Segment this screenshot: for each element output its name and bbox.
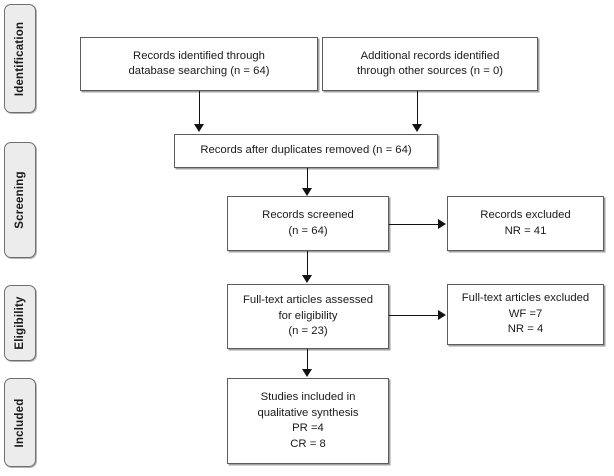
arrowhead-fulltext-to-excluded [438, 310, 446, 320]
box-records-excluded: Records excluded NR = 41 [447, 196, 604, 251]
connector-screened-to-excluded [389, 224, 439, 225]
box-records-identified-database: Records identified through database sear… [80, 37, 318, 91]
connector-fulltext-to-included [307, 349, 308, 370]
box-fulltext-excluded-text: Full-text articles excluded WF =7 NR = 4 [461, 292, 590, 336]
box-studies-included-text: Studies included in qualitative synthesi… [257, 391, 359, 450]
box-fulltext-assessed-text: Full-text articles assessed for eligibil… [243, 294, 373, 338]
box-fulltext-assessed: Full-text articles assessed for eligibil… [227, 284, 389, 349]
stage-label-included: Included [14, 398, 26, 447]
arrowhead-duplicates-to-screened [302, 188, 312, 196]
connector-screened-to-fulltext [307, 251, 308, 275]
stage-pill-included: Included [4, 378, 36, 467]
box-records-excluded-text: Records excluded NR = 41 [480, 209, 571, 237]
arrowhead-additional-to-duplicates [412, 124, 422, 132]
connector-duplicates-to-screened [307, 168, 308, 189]
arrowhead-screened-to-excluded [438, 219, 446, 229]
connector-identified-to-duplicates [199, 91, 200, 125]
box-additional-records-other-sources: Additional records identified through ot… [322, 37, 538, 91]
connector-additional-to-duplicates [417, 91, 418, 125]
box-records-screened-text: Records screened (n = 64) [262, 209, 354, 237]
arrowhead-fulltext-to-included [302, 369, 312, 377]
box-records-after-duplicates-removed-text: Records after duplicates removed (n = 64… [200, 144, 412, 157]
box-fulltext-excluded: Full-text articles excluded WF =7 NR = 4 [447, 284, 604, 345]
box-records-after-duplicates-removed: Records after duplicates removed (n = 64… [174, 134, 438, 168]
box-records-screened: Records screened (n = 64) [227, 196, 389, 251]
arrowhead-identified-to-duplicates [194, 124, 204, 132]
stage-pill-eligibility: Eligibility [4, 285, 36, 361]
stage-pill-identification: Identification [4, 4, 36, 113]
connector-fulltext-to-excluded [389, 315, 439, 316]
box-studies-included: Studies included in qualitative synthesi… [227, 378, 389, 464]
box-records-identified-database-text: Records identified through database sear… [128, 49, 270, 78]
stage-label-identification: Identification [14, 21, 26, 96]
stage-label-eligibility: Eligibility [14, 296, 26, 350]
arrowhead-screened-to-fulltext [302, 275, 312, 283]
box-additional-records-other-sources-text: Additional records identified through ot… [357, 49, 503, 78]
stage-pill-screening: Screening [4, 142, 36, 258]
stage-label-screening: Screening [14, 171, 26, 229]
